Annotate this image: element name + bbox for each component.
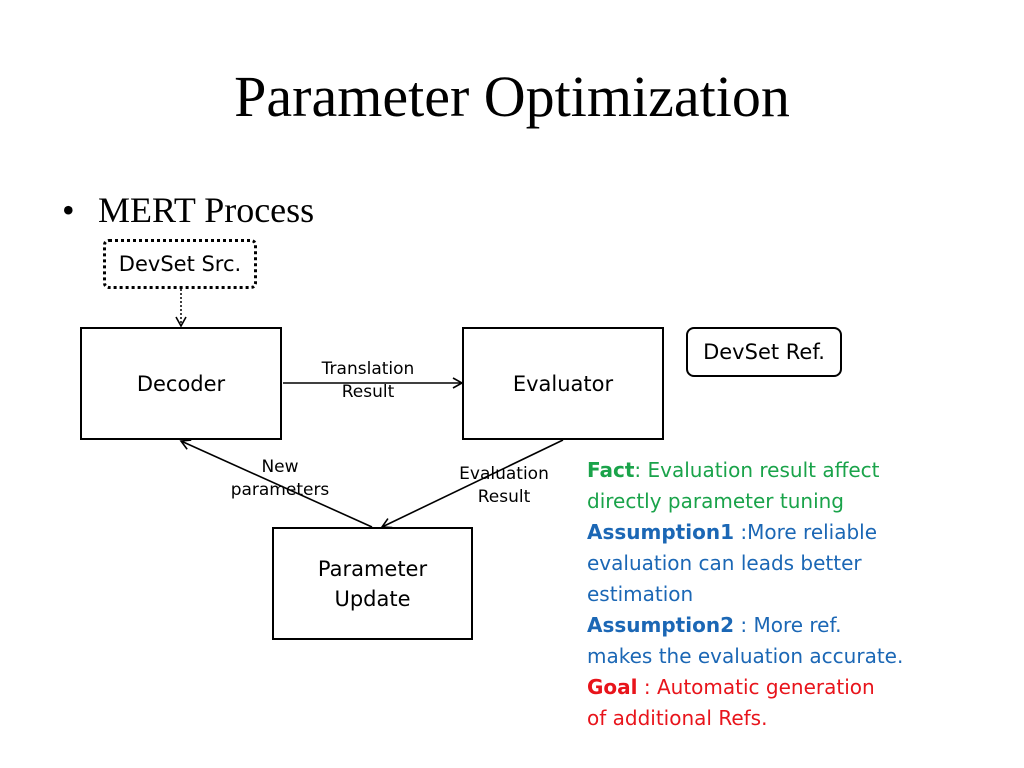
- evaluation-result-label: Evaluation Result: [459, 464, 549, 507]
- evaluator-node: Evaluator: [462, 327, 664, 440]
- translation-result-label: Translation Result: [321, 359, 415, 402]
- parameter-update-label-line1: Parameter: [317, 556, 428, 581]
- decoder-label: Decoder: [136, 371, 226, 396]
- devset-ref-node: DevSet Ref.: [686, 327, 842, 377]
- assumption2-line-1: Assumption2 : More ref.: [587, 613, 842, 637]
- parameter-update-label-line2: Update: [334, 586, 411, 611]
- new-parameters-label: New parameters: [230, 457, 330, 500]
- assumption2-label: Assumption2: [587, 613, 734, 637]
- assumption1-label: Assumption1: [587, 520, 734, 544]
- arrow-evaluator-to-update: [380, 439, 564, 529]
- devset-src-node: DevSet Src.: [103, 239, 257, 289]
- bullet-dot: •: [62, 190, 75, 230]
- bullet-text: MERT Process: [98, 190, 315, 230]
- devset-src-label: DevSet Src.: [118, 252, 242, 276]
- parameter-update-node: Parameter Update: [272, 527, 473, 640]
- fact-line-1: Fact: Evaluation result affect: [587, 458, 880, 482]
- decoder-node: Decoder: [80, 327, 282, 440]
- fact-line-2: directly parameter tuning: [587, 489, 844, 513]
- assumption1-line-1: Assumption1 :More reliable: [587, 520, 878, 544]
- fact-label: Fact: [587, 458, 635, 482]
- devset-ref-label: DevSet Ref.: [703, 340, 825, 364]
- assumption2-line-2: makes the evaluation accurate.: [587, 644, 904, 668]
- assumption1-line-2: evaluation can leads better: [587, 551, 862, 575]
- goal-line-1: Goal : Automatic generation: [587, 675, 875, 699]
- evaluator-label: Evaluator: [512, 371, 614, 396]
- bullet-item: • MERT Process: [62, 188, 314, 232]
- goal-line-2: of additional Refs.: [587, 706, 768, 730]
- arrow-update-to-decoder: [179, 439, 373, 528]
- slide-title: Parameter Optimization: [234, 64, 790, 129]
- goal-label: Goal: [587, 675, 638, 699]
- notes-block: Fact: Evaluation result affect directly …: [587, 455, 1007, 734]
- assumption1-line-3: estimation: [587, 582, 694, 606]
